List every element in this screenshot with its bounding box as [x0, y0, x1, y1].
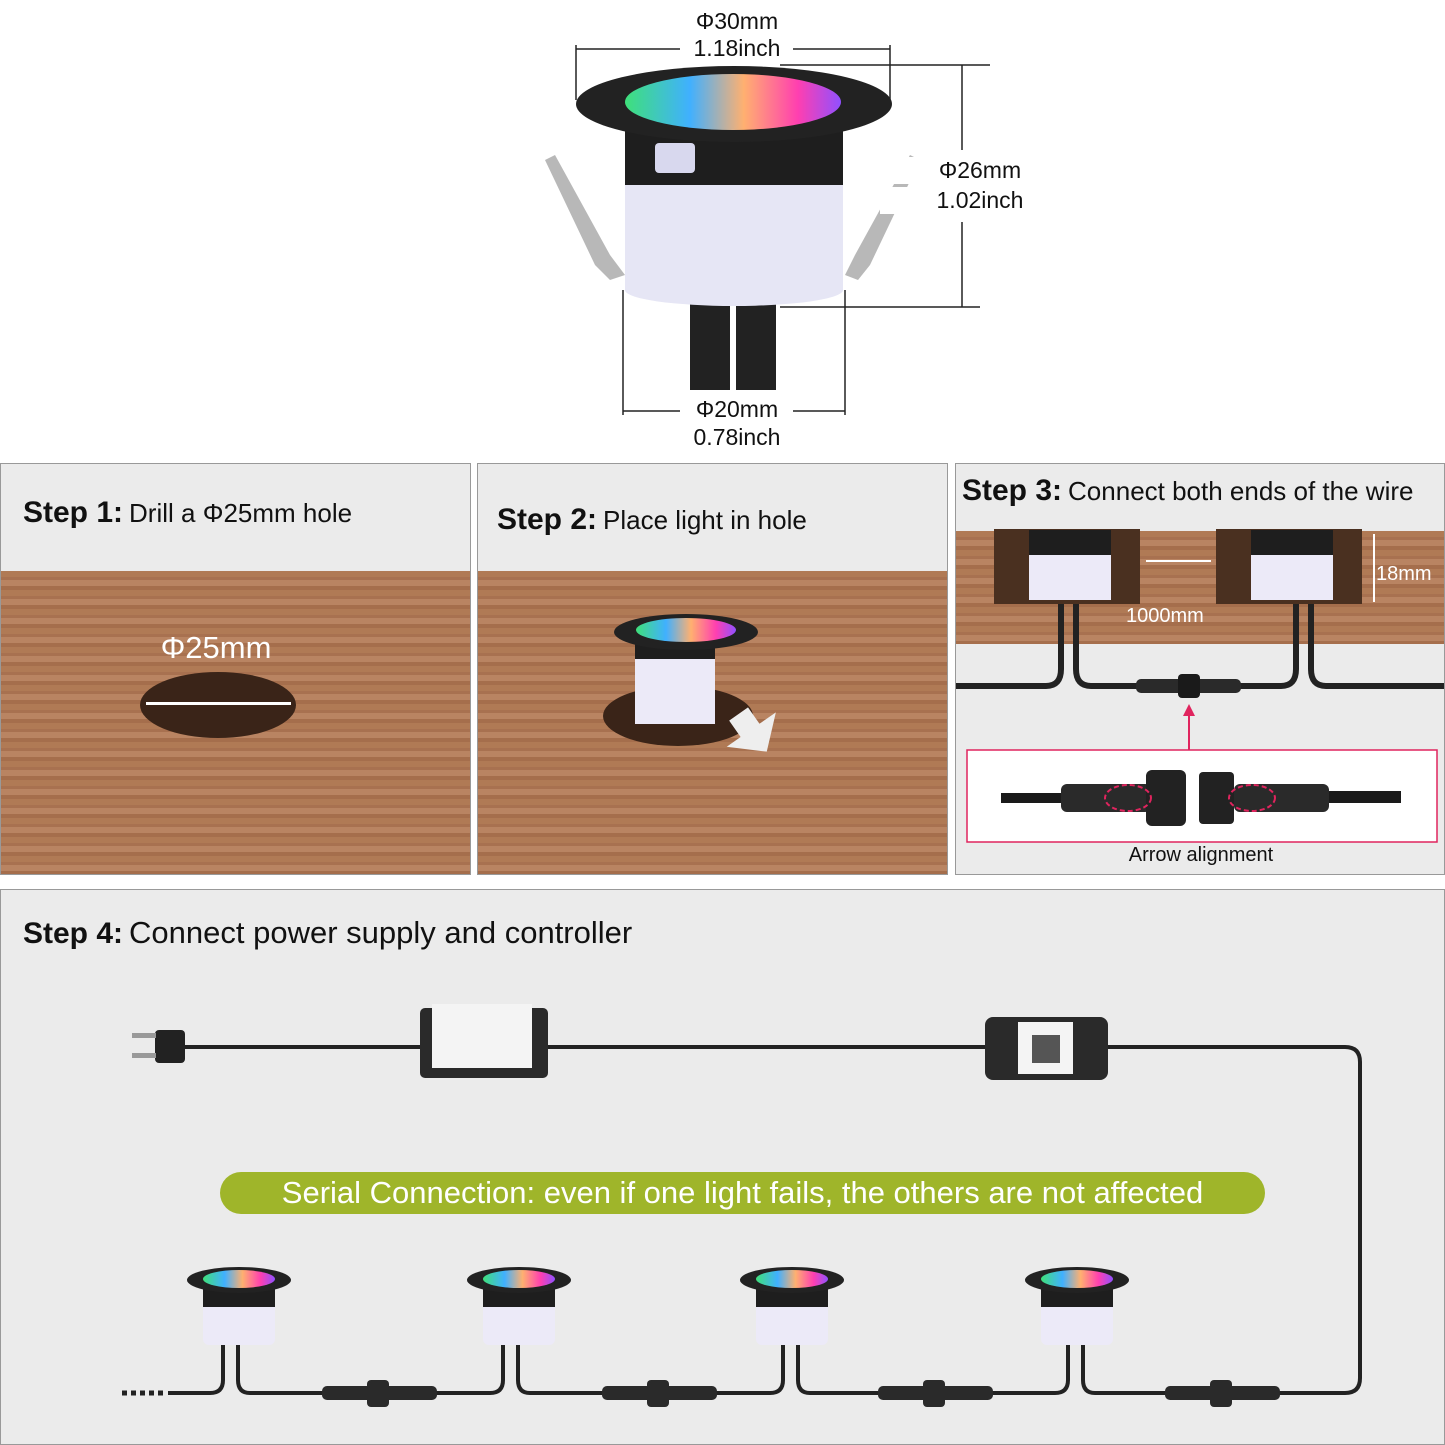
- step-3-label: Step 3:: [962, 474, 1063, 507]
- step-4-label: Step 4:: [23, 917, 124, 950]
- step-1-text: Drill a Φ25mm hole: [129, 498, 353, 528]
- step-2-panel: Step 2:Place light in hole: [477, 463, 948, 875]
- top-diameter-inch: 1.18inch: [693, 35, 781, 61]
- power-supply: [420, 1004, 548, 1078]
- step-4-panel: Step 4:Connect power supply and controll…: [0, 889, 1445, 1445]
- connectors: [322, 1380, 1280, 1407]
- depth-label: 18mm: [1376, 563, 1432, 585]
- step-2-text: Place light in hole: [603, 505, 807, 535]
- step-2-label: Step 2:: [497, 503, 598, 536]
- bottom-diameter-mm: Φ20mm: [695, 396, 779, 422]
- product-dimension-drawing: [545, 45, 990, 415]
- top-diameter-mm: Φ30mm: [637, 8, 837, 35]
- spacing-label: 1000mm: [1126, 605, 1204, 627]
- deck-light-4: [1025, 1267, 1129, 1345]
- cable: [736, 300, 776, 390]
- step-3-text: Connect both ends of the wire: [1068, 476, 1414, 506]
- side-diameter-mm: Φ26mm: [880, 157, 1080, 184]
- bottom-diameter-inch: 0.78inch: [637, 424, 837, 451]
- deck-light-3: [740, 1267, 844, 1345]
- arrow-alignment-caption: Arrow alignment: [1128, 844, 1274, 866]
- hole-size-label: Φ25mm: [160, 630, 272, 665]
- step-3-panel: Step 3:Connect both ends of the wire 100…: [955, 463, 1445, 875]
- step-4-text: Connect power supply and controller: [129, 915, 633, 950]
- left-clip: [545, 155, 625, 280]
- right-clip: [845, 155, 920, 280]
- light-in-hole-illustration: [603, 614, 776, 752]
- side-diameter-inch: 1.02inch: [880, 187, 1080, 214]
- led-controller: [985, 1017, 1108, 1080]
- rgb-lens: [625, 74, 841, 130]
- deck-light-2: [467, 1267, 571, 1345]
- serial-connection-banner: Serial Connection: even if one light fai…: [220, 1172, 1265, 1214]
- deck-light-1: [187, 1267, 291, 1345]
- step-1-panel: Step 1:Drill a Φ25mm hole Φ25mm: [0, 463, 471, 875]
- wire-connection-illustration: [956, 529, 1444, 843]
- drilled-hole: [140, 672, 296, 738]
- plug-icon: [132, 1030, 185, 1063]
- cable: [690, 300, 730, 390]
- width-arrow: [146, 702, 291, 705]
- down-arrow-icon: [726, 707, 776, 752]
- step-1-label: Step 1:: [23, 496, 124, 529]
